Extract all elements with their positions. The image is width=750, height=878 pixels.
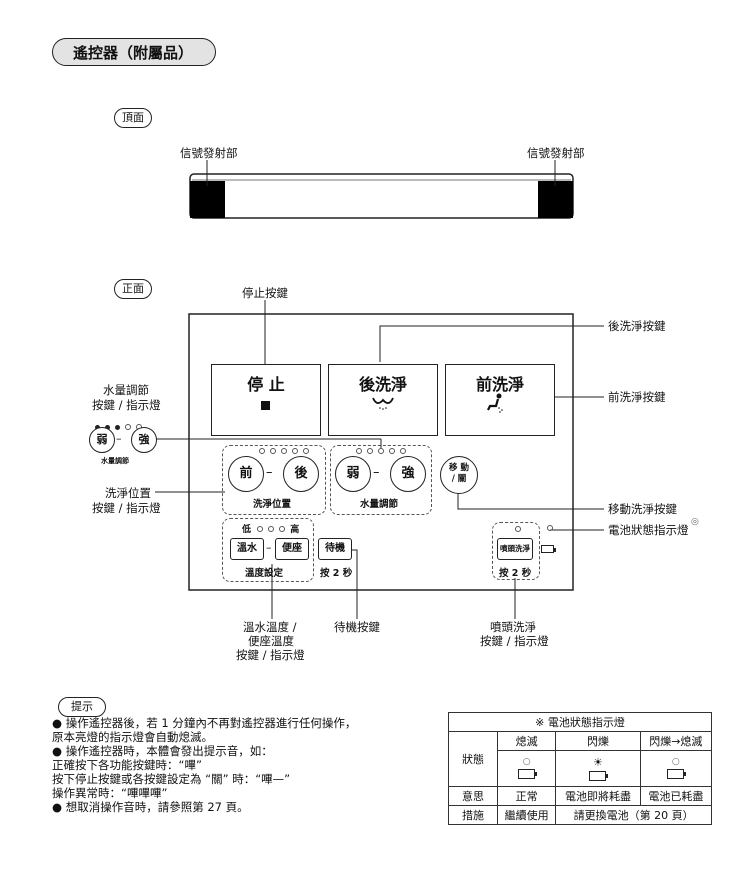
battery-full-icon (518, 769, 538, 779)
signal-emitter-right (538, 181, 573, 218)
tip-line: 原本亮燈的指示燈會自動熄滅。 (52, 730, 213, 744)
front-wash-key-label: 前洗淨按鍵 (608, 390, 666, 404)
tip-line: 按下停止按鍵或各按鍵設定為 “關” 時：“嗶—” (52, 772, 291, 786)
row-header-state: 狀態 (448, 731, 498, 787)
wash-position-label-line2: 按鍵 / 指示燈 (92, 501, 161, 515)
col-header-blink-off: 閃爍→熄滅 (639, 731, 713, 751)
tip-line: ● 操作遙控器後，若 1 分鐘內不再對遙控器進行任何操作， (52, 716, 357, 730)
position-forward-button[interactable]: 前 (228, 456, 264, 492)
wash-position-caption: 洗淨位置 (253, 499, 292, 510)
battery-low-icon (589, 770, 609, 781)
col-header-blink: 閃爍 (555, 731, 641, 751)
nozzle-wash-group (492, 522, 540, 580)
section-title: 遙控器（附屬品） (52, 38, 216, 66)
position-back-button[interactable]: 後 (283, 456, 319, 492)
nozzle-indicator-dot (514, 526, 521, 532)
battery-indicator-dot (546, 525, 553, 531)
position-indicator-dots (256, 448, 316, 456)
water-strong-button-mini[interactable]: 強 (131, 427, 157, 453)
dash-separator: – (116, 432, 122, 445)
tips-list: ● 操作遙控器後，若 1 分鐘內不再對遙控器進行任何操作， 原本亮燈的指示燈會自… (52, 716, 356, 814)
signal-emitter-label-left: 信號發射部 (180, 146, 238, 160)
battery-icon (541, 538, 556, 557)
row-header-action: 措施 (448, 805, 498, 825)
water-volume-group (330, 445, 432, 515)
dash-separator: – (373, 465, 380, 480)
state-off-cell: ○ (496, 750, 557, 787)
temp-key-label-line3: 按鍵 / 指示燈 (236, 648, 305, 662)
battery-empty-icon (667, 769, 687, 779)
temp-level-row: 低 高 (242, 522, 299, 535)
front-wash-icon (487, 393, 503, 413)
temp-key-label-line2: 便座溫度 (248, 634, 294, 648)
water-adjust-label-line1: 水量調節 (103, 383, 149, 397)
stop-square-icon (261, 401, 270, 410)
stop-button-label: 停 止 (247, 375, 285, 394)
nozzle-wash-label-line2: 按鍵 / 指示燈 (480, 634, 549, 648)
standby-button[interactable]: 待機 (318, 538, 352, 560)
meaning-normal: 正常 (496, 786, 557, 806)
front-view-label: 正面 (114, 279, 152, 299)
wash-position-group (222, 445, 326, 515)
battery-table-title: ※ 電池狀態指示燈 (448, 712, 712, 732)
rear-wash-button[interactable]: 後洗淨 (328, 364, 438, 436)
tips-label: 提示 (58, 697, 106, 717)
action-continue: 繼續使用 (496, 805, 557, 825)
water-weak-button[interactable]: 弱 (335, 456, 371, 492)
meaning-empty: 電池已耗盡 (639, 786, 713, 806)
tip-line: ● 操作遙控器時，本體會發出提示音，如： (52, 744, 273, 758)
action-replace: 請更換電池（第 20 頁） (555, 805, 712, 825)
tip-line: 操作異常時：“嗶嗶嗶” (52, 786, 168, 800)
water-indicator-dots (353, 448, 417, 456)
signal-emitter-label-right: 信號發射部 (527, 146, 585, 160)
remote-top-body (189, 173, 574, 219)
water-adjust-label-line2: 按鍵 / 指示燈 (92, 398, 161, 412)
nozzle-wash-button[interactable]: 噴頭洗淨 (497, 538, 533, 560)
warm-water-button[interactable]: 溫水 (230, 538, 264, 560)
tip-line: ● 想取消操作音時，請參照第 27 頁。 (52, 800, 249, 814)
move-off-button[interactable]: 移 動 / 關 (440, 456, 478, 494)
stop-key-label: 停止按鍵 (242, 286, 288, 300)
col-header-off: 熄滅 (496, 731, 557, 751)
temp-low-label: 低 (242, 525, 252, 535)
move-wash-key-label: 移動洗淨按鍵 (608, 502, 677, 516)
water-weak-button-mini[interactable]: 弱 (89, 427, 115, 453)
tip-line: 正確按下各功能按鍵時：“嗶” (52, 758, 202, 772)
state-blink-off-cell: ○ (639, 750, 713, 787)
seat-button[interactable]: 便座 (275, 538, 309, 560)
rear-wash-button-label: 後洗淨 (358, 375, 407, 394)
temp-high-label: 高 (290, 525, 300, 535)
stop-button[interactable]: 停 止 (211, 364, 321, 436)
standby-press-caption: 按 2 秒 (320, 568, 353, 579)
front-wash-button[interactable]: 前洗淨 (445, 364, 555, 436)
water-strong-button[interactable]: 強 (390, 456, 426, 492)
state-blink-cell: ☀ (555, 750, 641, 787)
water-level-dots (92, 415, 162, 430)
standby-key-label: 待機按鍵 (334, 620, 380, 634)
temp-key-label-line1: 溫水溫度 / (243, 620, 297, 634)
front-wash-button-label: 前洗淨 (475, 375, 524, 394)
battery-indicator-label: 電池狀態指示燈 (608, 523, 689, 537)
battery-status-table: ※ 電池狀態指示燈 狀態 熄滅 閃爍 閃爍→熄滅 ○ ☀ ○ 意思 正常 電池即… (448, 712, 713, 825)
rear-wash-icon (372, 397, 394, 410)
note-mark-icon: ◎ (691, 517, 699, 527)
wash-position-label-line1: 洗淨位置 (105, 486, 151, 500)
dash-separator: – (266, 541, 272, 554)
nozzle-wash-label-line1: 噴頭洗淨 (490, 620, 536, 634)
water-volume-caption: 水量調節 (360, 499, 399, 510)
off-label: / 關 (451, 474, 467, 484)
meaning-low: 電池即將耗盡 (555, 786, 641, 806)
dash-separator: – (266, 465, 273, 480)
temp-setting-caption: 溫度設定 (245, 568, 284, 579)
water-adjust-mini-label: 水量調節 (101, 457, 129, 465)
temperature-group (222, 518, 314, 582)
rear-wash-key-label: 後洗淨按鍵 (608, 319, 666, 333)
signal-emitter-left (190, 181, 225, 218)
move-label: 移 動 (449, 463, 469, 473)
nozzle-press-caption: 按 2 秒 (499, 568, 532, 579)
row-header-meaning: 意思 (448, 786, 498, 806)
top-view-label: 頂面 (114, 108, 152, 128)
